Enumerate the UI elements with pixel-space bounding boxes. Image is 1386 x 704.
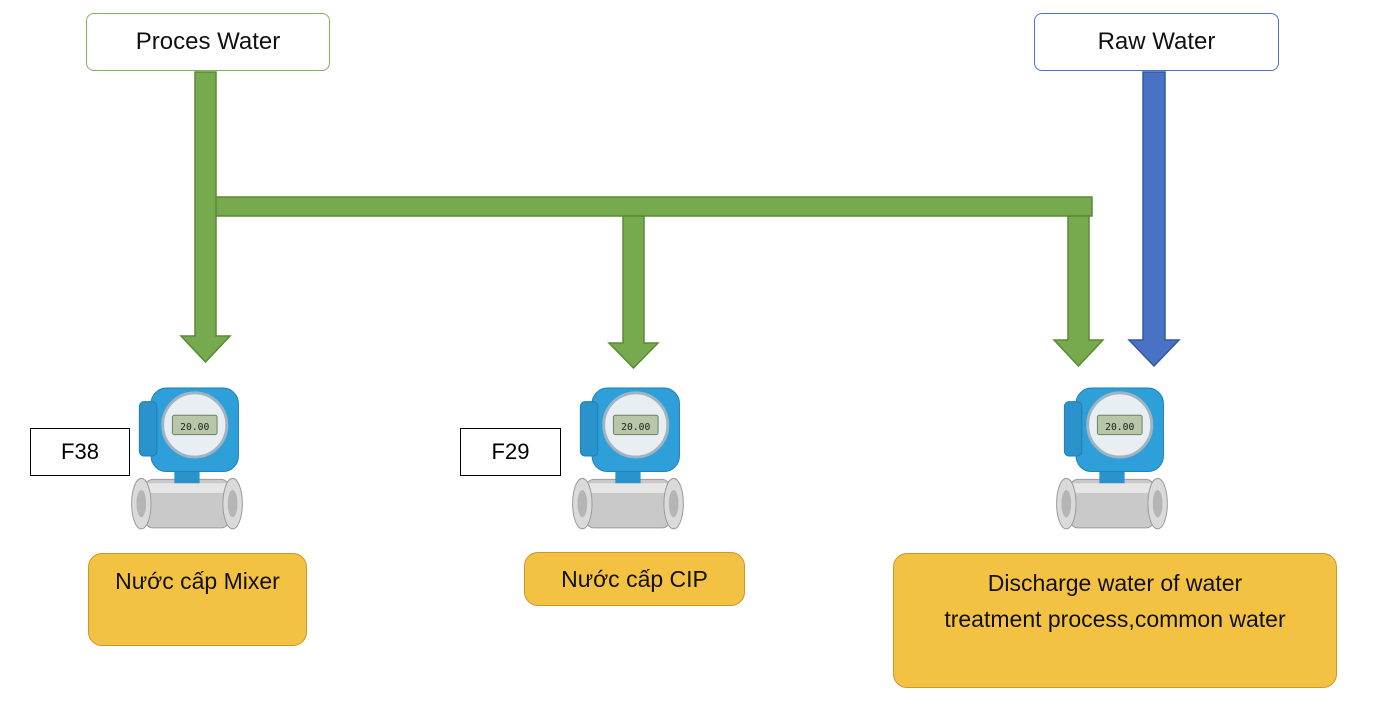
process-arrow-cip	[607, 215, 660, 370]
tag-f38-label: F38	[61, 439, 99, 464]
tag-f29-label: F29	[491, 439, 530, 464]
flowmeter-icon	[571, 386, 685, 531]
tag-f38: F38	[30, 428, 130, 476]
tag-f29: F29	[460, 428, 561, 476]
process-arrow-f38	[179, 71, 232, 364]
flowmeter-icon	[1055, 386, 1169, 531]
process-arrow-discharge	[1052, 215, 1105, 368]
flowmeter-icon	[130, 386, 244, 531]
destination-discharge-line2: treatment process,common water	[944, 605, 1286, 632]
raw-water-arrow	[1127, 71, 1181, 368]
destination-mixer: Nước cấp Mixer	[88, 553, 307, 646]
destination-cip: Nước cấp CIP	[524, 552, 745, 606]
raw-water-source: Raw Water	[1034, 13, 1279, 71]
process-water-label: Proces Water	[135, 28, 281, 55]
raw-water-label: Raw Water	[1097, 28, 1216, 55]
destination-discharge: Discharge water of water treatment proce…	[893, 553, 1337, 688]
destination-mixer-label: Nước cấp Mixer	[115, 568, 280, 594]
destination-discharge-line1: Discharge water of water	[987, 570, 1243, 596]
destination-cip-label: Nước cấp CIP	[561, 566, 708, 592]
process-water-source: Proces Water	[86, 13, 330, 71]
process-header-pipe	[196, 196, 1093, 217]
